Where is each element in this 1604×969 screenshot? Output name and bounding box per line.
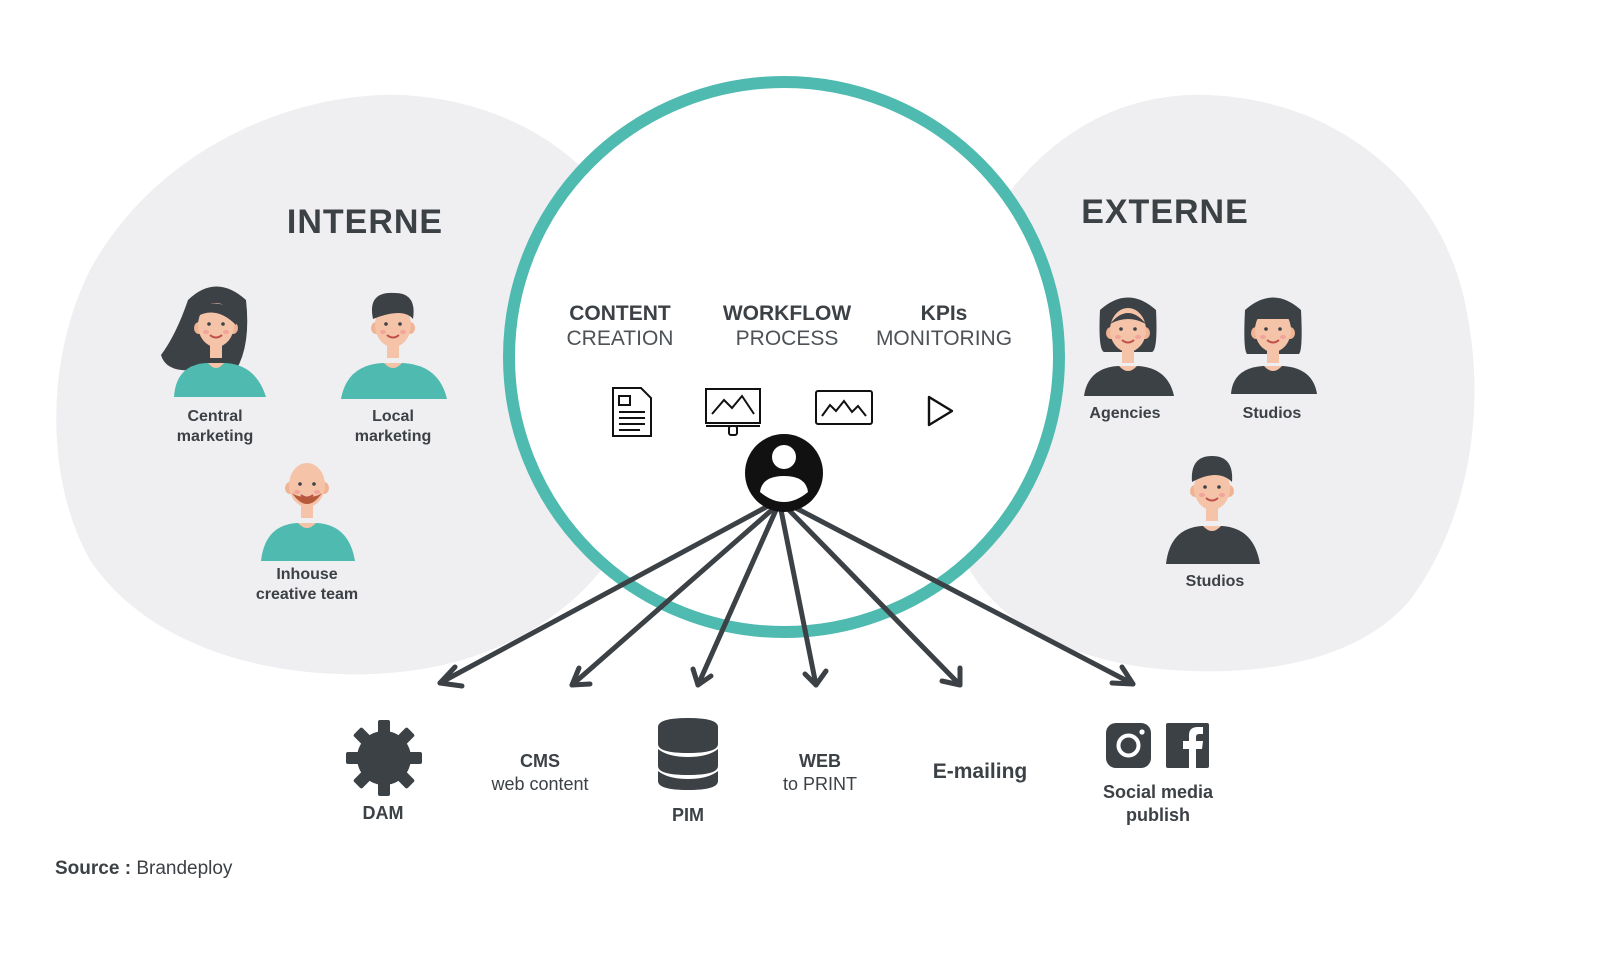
- center-circle: [503, 76, 1065, 638]
- label-emailing: E-mailing: [932, 760, 1028, 783]
- step-light: CREATION: [566, 327, 674, 350]
- arrow-cms: [569, 505, 777, 688]
- source-label: Source :: [55, 858, 132, 879]
- interne-title: INTERNE: [286, 203, 444, 241]
- label-studios-1: Studios: [1242, 405, 1302, 422]
- output-light: to PRINT: [782, 774, 857, 794]
- arrow-email: [784, 505, 963, 688]
- label-inhouse-creative-team: Inhouse creative team: [227, 565, 387, 605]
- arrow-social: [789, 503, 1136, 687]
- output-bold: publish: [1126, 805, 1190, 825]
- output-bold: WEB: [799, 751, 841, 771]
- label-pim: PIM: [638, 804, 738, 827]
- label-line: Inhouse: [276, 566, 338, 583]
- output-bold: PIM: [671, 805, 704, 825]
- label-line: creative team: [255, 586, 359, 603]
- avatar-central-marketing: [161, 286, 266, 397]
- monitor-image-icon: [705, 388, 761, 436]
- output-bold: CMS: [520, 751, 560, 771]
- label-line: Local: [372, 408, 414, 425]
- arrow-web: [778, 507, 819, 688]
- label-line: marketing: [176, 428, 254, 445]
- label-social-media: Social media publish: [1068, 781, 1248, 827]
- step-kpis-monitoring: KPIs MONITORING: [864, 301, 1024, 351]
- arrows: [437, 502, 1136, 689]
- gear-icon: [346, 720, 422, 796]
- facebook-icon: [1166, 723, 1209, 768]
- externe-blob: [940, 94, 1475, 672]
- step-workflow-process: WORKFLOW PROCESS: [707, 301, 867, 351]
- label-web: WEB to PRINT: [740, 750, 900, 796]
- document-icon: [612, 387, 652, 437]
- output-bold: Social media: [1102, 782, 1214, 802]
- externe-title: EXTERNE: [1081, 193, 1249, 231]
- instagram-icon: [1106, 723, 1151, 768]
- avatar-studios-2: [1166, 456, 1260, 564]
- arrow-pim: [695, 507, 779, 688]
- output-light: web content: [491, 774, 589, 794]
- user-icon: [745, 434, 823, 512]
- label-agencies: Agencies: [1089, 405, 1161, 422]
- image-icon: [815, 390, 873, 425]
- label-line: Central: [187, 408, 243, 425]
- play-icon: [927, 395, 954, 427]
- arrow-dam: [437, 502, 773, 686]
- avatar-studios-1: [1231, 297, 1317, 394]
- step-bold: CONTENT: [569, 302, 671, 325]
- source-value: Brandeploy: [136, 858, 233, 879]
- label-local-marketing: Local marketing: [313, 407, 473, 447]
- avatar-agencies: [1084, 297, 1174, 396]
- label-central-marketing: Central marketing: [135, 407, 295, 447]
- avatar-local-marketing: [341, 292, 447, 399]
- step-bold: WORKFLOW: [722, 302, 852, 325]
- step-content-creation: CONTENT CREATION: [540, 301, 700, 351]
- label-cms: CMS web content: [460, 750, 620, 796]
- label-dam: DAM: [333, 802, 433, 825]
- label-studios-2: Studios: [1185, 573, 1245, 590]
- avatar-inhouse-creative-team: [261, 462, 355, 561]
- step-light: PROCESS: [735, 327, 839, 350]
- source-credit: Source : Brandeploy: [55, 858, 232, 880]
- step-bold: KPIs: [920, 302, 968, 325]
- output-bold: DAM: [362, 803, 404, 823]
- label-line: marketing: [354, 428, 432, 445]
- step-light: MONITORING: [875, 327, 1013, 350]
- database-icon: [658, 718, 718, 790]
